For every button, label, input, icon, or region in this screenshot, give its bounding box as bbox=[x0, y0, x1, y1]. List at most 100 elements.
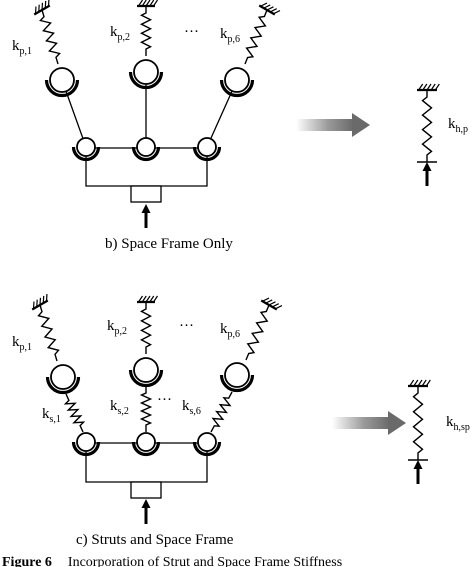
load-block bbox=[130, 185, 162, 203]
fixed-support-icon bbox=[408, 379, 431, 388]
equivalent-spring bbox=[408, 379, 431, 484]
spring bbox=[412, 386, 424, 460]
ground-hatch bbox=[422, 83, 428, 91]
joint-ball bbox=[136, 432, 156, 452]
equivalent-spring-label-khsp: kh,sp bbox=[446, 414, 470, 433]
ball-joint-icon bbox=[45, 364, 81, 395]
joint-ball bbox=[76, 432, 96, 452]
ball-joint-icon bbox=[131, 432, 161, 457]
ellipsis-label: ··· bbox=[157, 392, 172, 408]
ground-hatch bbox=[265, 299, 273, 304]
equivalent-spring bbox=[417, 83, 440, 186]
joint-socket bbox=[128, 71, 164, 90]
spring-label-kp6: kp,6 bbox=[220, 26, 240, 45]
caption-struts-and-space-frame: c) Struts and Space Frame bbox=[76, 532, 234, 548]
spring-label-ks1: ks,1 bbox=[42, 406, 61, 425]
spring-label-kp1: kp,1 bbox=[12, 38, 32, 57]
joint-ball bbox=[136, 137, 156, 157]
joint-socket bbox=[71, 146, 101, 162]
ground-hatch bbox=[260, 2, 268, 7]
ground-hatch bbox=[434, 83, 440, 91]
spring-kp6 bbox=[244, 9, 268, 65]
spring-label-kp2: kp,2 bbox=[107, 318, 127, 337]
spring-ks6 bbox=[210, 391, 233, 433]
ellipsis-label: ··· bbox=[184, 24, 199, 40]
load-arrow-icon bbox=[141, 499, 151, 524]
ground-hatch bbox=[266, 6, 274, 11]
frame-box bbox=[85, 447, 208, 483]
ellipsis-label: ··· bbox=[179, 318, 194, 334]
ground-hatch bbox=[271, 303, 279, 308]
ground-hatch bbox=[430, 83, 436, 91]
arrow-tip bbox=[352, 113, 370, 137]
ground-hatch bbox=[262, 297, 270, 302]
joint-ball bbox=[49, 67, 75, 93]
ground-hatch bbox=[141, 295, 147, 303]
joint-socket bbox=[131, 146, 161, 162]
load-arrow-icon bbox=[422, 162, 432, 186]
ground-hatch bbox=[153, 0, 158, 7]
joint-socket bbox=[192, 441, 222, 457]
ground-hatch bbox=[425, 379, 431, 387]
transform-arrow-icon bbox=[296, 113, 370, 137]
ball-joint-icon bbox=[192, 432, 222, 457]
arrow-head bbox=[141, 204, 151, 213]
equivalent-spring-label-khp: kh,p bbox=[448, 116, 468, 135]
joint-ball bbox=[133, 59, 159, 85]
joint-ball bbox=[76, 137, 96, 157]
ground-hatch bbox=[273, 10, 281, 15]
ball-joint-icon bbox=[44, 67, 80, 98]
ground-hatch bbox=[269, 8, 277, 13]
spring-kp6 bbox=[245, 304, 270, 361]
ground-hatch bbox=[153, 295, 158, 303]
fixed-support-icon bbox=[417, 83, 440, 92]
spring-kp1 bbox=[39, 9, 61, 65]
joint-socket bbox=[44, 79, 80, 98]
joint-ball bbox=[224, 67, 250, 93]
transform-arrow-icon bbox=[332, 411, 406, 435]
ground-hatch bbox=[275, 305, 283, 310]
ground-hatch bbox=[263, 4, 271, 9]
arrow-head bbox=[422, 162, 432, 171]
load-arrow-icon bbox=[413, 460, 423, 484]
fixed-support-icon bbox=[137, 295, 158, 304]
caption-space-frame-only: b) Space Frame Only bbox=[105, 236, 233, 252]
joint-socket bbox=[219, 374, 255, 393]
arrow-body bbox=[296, 119, 354, 131]
spring-label-kp2: kp,2 bbox=[110, 24, 130, 43]
ground-hatch bbox=[141, 0, 147, 7]
ball-joint-icon bbox=[192, 137, 222, 162]
joint-ball bbox=[197, 137, 217, 157]
fixed-support-icon bbox=[137, 0, 158, 8]
ground-hatch bbox=[268, 301, 276, 306]
ball-joint-icon bbox=[71, 432, 101, 457]
arrow-body bbox=[332, 417, 390, 429]
spring-label-ks6: ks,6 bbox=[182, 398, 201, 417]
struts-and-space-frame-diagram bbox=[31, 294, 431, 524]
ball-joint-icon bbox=[219, 362, 255, 393]
spring bbox=[421, 90, 433, 162]
ground-hatch bbox=[409, 379, 415, 387]
spring-kp2 bbox=[140, 302, 152, 354]
ground-hatch bbox=[138, 0, 143, 7]
ground-hatch bbox=[417, 379, 423, 387]
fixed-support-icon bbox=[258, 2, 281, 16]
ball-joint-icon bbox=[219, 67, 255, 98]
arrow-tip bbox=[388, 411, 406, 435]
spring-label-kp6: kp,6 bbox=[220, 321, 240, 340]
ground-hatch bbox=[149, 0, 155, 7]
ball-joint-icon bbox=[131, 137, 161, 162]
joint-socket bbox=[71, 441, 101, 457]
joint-ball bbox=[50, 364, 76, 390]
ball-joint-icon bbox=[71, 137, 101, 162]
ball-joint-icon bbox=[128, 357, 164, 388]
ground-hatch bbox=[426, 83, 432, 91]
spring-label-ks2: ks,2 bbox=[110, 398, 129, 417]
ball-joint-icon bbox=[128, 59, 164, 90]
joint-socket bbox=[128, 369, 164, 388]
ground-hatch bbox=[418, 83, 424, 91]
ground-hatch bbox=[145, 0, 151, 7]
